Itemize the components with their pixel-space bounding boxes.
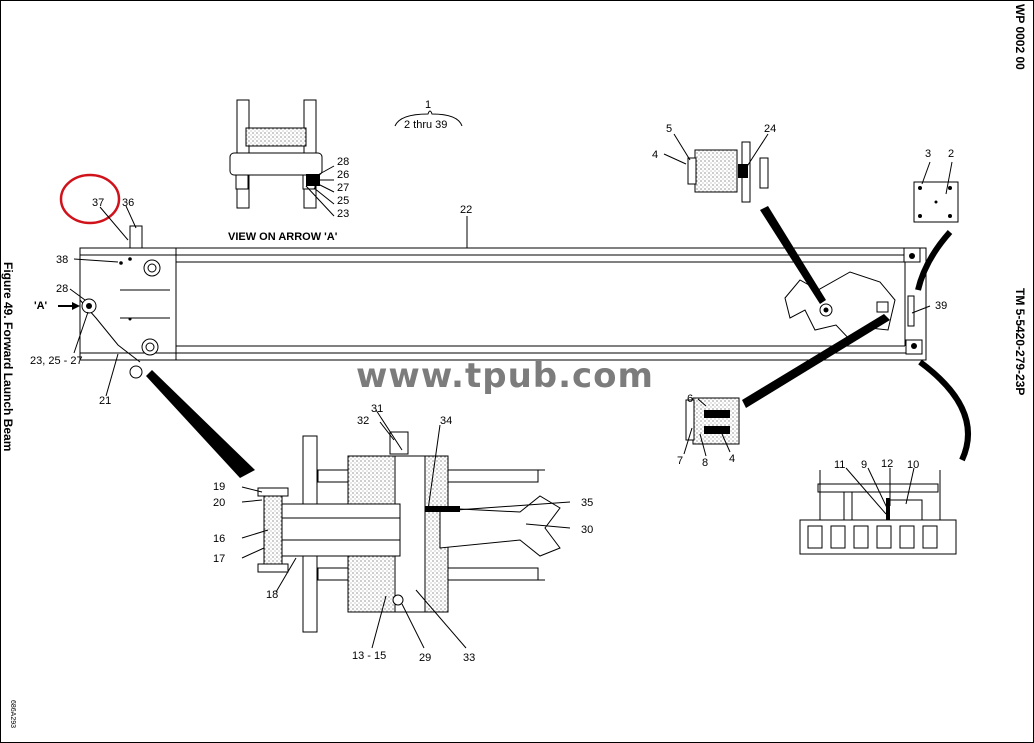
- callout-37: 37: [92, 197, 104, 209]
- callout-3: 3: [925, 148, 931, 160]
- leader-arc-upper: [915, 230, 953, 291]
- callout-21: 21: [99, 395, 111, 407]
- launch-beam: [79, 225, 927, 379]
- callout-17: 17: [213, 553, 225, 565]
- callout-18: 18: [266, 589, 278, 601]
- callout-38: 38: [56, 254, 68, 266]
- callout-27: 27: [337, 182, 349, 194]
- view-title: VIEW ON ARROW 'A': [228, 231, 338, 243]
- arrow-a-label: 'A': [34, 300, 48, 312]
- callout-10: 10: [907, 459, 919, 471]
- callout-6: 6: [687, 393, 693, 405]
- callout-11: 11: [834, 459, 845, 471]
- callout-7: 7: [677, 455, 683, 467]
- callout-2-thru-39: 2 thru 39: [404, 119, 447, 131]
- callout-28-beam: 28: [56, 283, 68, 295]
- drawing-id: 686A293: [9, 700, 16, 728]
- leader-wedge-upper-right: [760, 206, 826, 304]
- leader-wedge-lower-left: [146, 370, 255, 478]
- callout-5: 5: [666, 123, 672, 135]
- brace-item-1: [394, 110, 463, 127]
- callout-9: 9: [861, 459, 867, 471]
- callout-24: 24: [764, 123, 776, 135]
- callout-31: 31: [371, 403, 383, 415]
- callout-32: 32: [357, 415, 369, 427]
- tm-code: TM 5-5420-279-23P: [1013, 288, 1027, 395]
- callout-4b: 4: [729, 453, 735, 465]
- callout-12: 12: [881, 458, 893, 470]
- callout-39: 39: [935, 300, 947, 312]
- highlight-circle-37: [59, 173, 121, 225]
- callout-2: 2: [948, 148, 954, 160]
- callout-16: 16: [213, 533, 225, 545]
- leader-arc-lower: [918, 359, 971, 462]
- rail-detail-lower-right: [799, 470, 957, 555]
- view-arrow-a-detail: [229, 99, 323, 209]
- callout-4a: 4: [652, 149, 658, 161]
- bushing-detail-upper: [687, 141, 769, 203]
- callout-33: 33: [463, 652, 475, 664]
- callout-36: 36: [122, 197, 134, 209]
- callout-22: 22: [460, 204, 472, 216]
- callout-34: 34: [440, 415, 452, 427]
- callout-29: 29: [419, 652, 431, 664]
- callout-13-15: 13 - 15: [352, 650, 386, 662]
- bushing-detail-middle: [685, 397, 740, 445]
- callout-30: 30: [581, 524, 593, 536]
- callout-23-25-27: 23, 25 - 27: [30, 355, 83, 367]
- leader-wedge-right: [742, 314, 890, 408]
- callout-23: 23: [337, 208, 349, 220]
- watermark: www.tpub.com: [356, 356, 654, 396]
- callout-26: 26: [337, 169, 349, 181]
- launch-pin-assembly-detail: [257, 431, 561, 633]
- callout-19: 19: [213, 481, 225, 493]
- callout-28-top: 28: [337, 156, 349, 168]
- callout-1: 1: [425, 99, 431, 111]
- callout-35: 35: [581, 497, 593, 509]
- callout-8: 8: [702, 457, 708, 469]
- callout-20: 20: [213, 497, 225, 509]
- leader-lines: [69, 133, 953, 649]
- plate-2: [913, 181, 959, 223]
- figure-title: Figure 49. Forward Launch Beam: [1, 262, 15, 451]
- wp-code: WP 0002 00: [1013, 4, 1027, 70]
- callout-25: 25: [337, 195, 349, 207]
